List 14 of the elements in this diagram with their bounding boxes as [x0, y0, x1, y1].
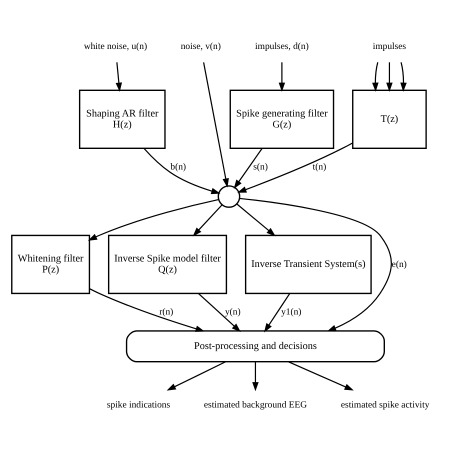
node-text: impulses, d(n) [255, 42, 309, 52]
edge-label: b(n) [170, 162, 186, 172]
node-text: impulses [372, 42, 406, 52]
edge-label: t(n) [312, 162, 326, 172]
edge-label: s(n) [253, 162, 268, 172]
edge-label: y(n) [225, 307, 241, 318]
node-text: white noise, u(n) [84, 42, 148, 52]
node-text: spike indications [106, 400, 170, 410]
edge-label: y1(n) [281, 307, 302, 318]
edge-label: r(n) [159, 307, 174, 318]
node-text: estimated spike activity [340, 400, 430, 410]
node-text: estimated background EEG [204, 400, 307, 410]
edge-label: e(n) [392, 259, 407, 270]
node-text: noise, v(n) [180, 42, 221, 52]
